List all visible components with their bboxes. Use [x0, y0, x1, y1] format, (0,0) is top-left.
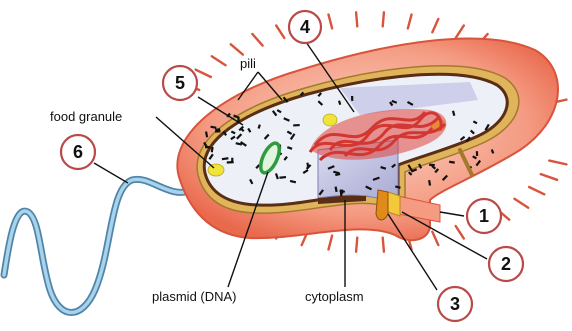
- svg-text:5: 5: [175, 73, 185, 93]
- marker-6: 6: [61, 135, 95, 169]
- capsule-spike: [196, 70, 211, 77]
- ribosome-dot: [429, 164, 435, 167]
- capsule-spike: [212, 56, 226, 65]
- marker-4: 4: [289, 11, 321, 43]
- capsule-spike: [231, 44, 243, 54]
- ribosome-dot: [476, 151, 478, 156]
- ribosome-dot: [341, 190, 343, 194]
- capsule-spike: [456, 25, 464, 38]
- label-pili: pili: [240, 56, 256, 71]
- ribosome-dot: [293, 124, 300, 127]
- svg-text:1: 1: [479, 206, 489, 226]
- capsule-spike: [383, 238, 384, 252]
- label-cytoplasm: cytoplasm: [305, 289, 364, 304]
- marker-5: 5: [163, 66, 197, 100]
- label-food-granule: food granule: [50, 109, 122, 124]
- capsule-spike: [514, 199, 528, 208]
- svg-text:3: 3: [450, 294, 460, 314]
- capsule-spike: [529, 187, 544, 194]
- capsule-spike: [541, 174, 557, 180]
- ribosome-dot: [351, 96, 353, 101]
- marker-2: 2: [489, 247, 523, 281]
- food-granule-1: [208, 164, 224, 176]
- label-plasmid: plasmid (DNA): [152, 289, 237, 304]
- capsule-spike: [328, 15, 332, 29]
- capsule-spike: [383, 12, 384, 26]
- svg-text:2: 2: [501, 254, 511, 274]
- capsule-spike: [432, 232, 438, 245]
- capsule-spike: [408, 15, 412, 29]
- ribosome-dot: [227, 161, 234, 164]
- capsule-spike: [252, 34, 262, 46]
- layer-membrane-cut: [376, 190, 388, 220]
- capsule-spike: [328, 236, 332, 250]
- capsule-spike: [356, 12, 357, 26]
- capsule-spike: [276, 25, 284, 38]
- leader-6: [94, 163, 128, 183]
- capsule-spike: [356, 238, 357, 252]
- marker-1: 1: [467, 199, 501, 233]
- food-granule-2: [323, 114, 337, 126]
- svg-text:6: 6: [73, 142, 83, 162]
- capsule-spike: [432, 19, 438, 32]
- marker-3: 3: [438, 287, 472, 321]
- capsule-spike: [549, 161, 566, 165]
- capsule-spike: [456, 226, 464, 239]
- layer-wall-cut: [388, 192, 400, 216]
- svg-text:4: 4: [300, 17, 310, 37]
- leader-1: [440, 212, 464, 216]
